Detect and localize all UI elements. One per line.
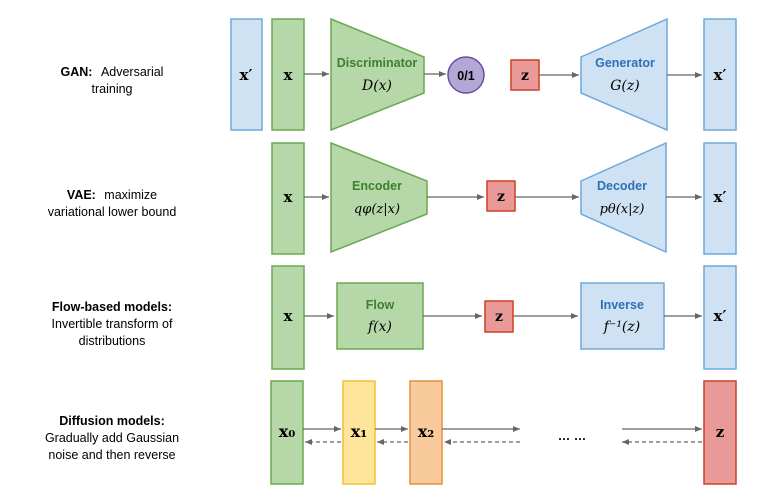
- encoder-fn: qφ(z|x): [354, 202, 400, 217]
- inverse-box: [580, 282, 665, 350]
- gan-x-prime-left-box: [230, 18, 263, 131]
- gan-desc-1: Adversarial: [101, 65, 164, 79]
- vae-label-line1: VAE: maximize: [67, 186, 157, 203]
- diffusion-x0-text: x₀: [279, 422, 296, 441]
- gan-title: GAN:: [61, 65, 93, 79]
- gan-label-line1: GAN: Adversarial: [61, 63, 164, 80]
- inverse-fn: f⁻¹(z): [603, 319, 640, 335]
- gan-x-prime-left-text: x′: [240, 66, 253, 84]
- vae-z-box: [486, 180, 516, 212]
- flow-desc-2: distributions: [79, 334, 146, 348]
- flow-box: [336, 282, 424, 350]
- diffusion-x1-box: [342, 380, 376, 485]
- diffusion-ellipsis: … …: [558, 429, 586, 443]
- gan-z-text: z: [521, 68, 529, 84]
- gan-z-box: [510, 59, 540, 91]
- flow-z-text: z: [495, 309, 503, 325]
- vae-x-prime-text: x′: [714, 188, 727, 206]
- gan-output-text: 0/1: [457, 69, 474, 83]
- encoder-shape: [330, 141, 428, 254]
- discriminator-shape: [330, 17, 425, 132]
- flow-title: Flow-based models:: [52, 300, 172, 314]
- diffusion-z-box: [703, 380, 737, 485]
- gan-x-prime-right-text: x′: [714, 66, 727, 84]
- vae-desc-2: variational lower bound: [48, 205, 177, 219]
- flow-row: Flow-based models: Invertible transform …: [52, 265, 737, 370]
- diffusion-title: Diffusion models:: [59, 414, 165, 428]
- flow-x-prime-text: x′: [714, 307, 727, 325]
- decoder-shape: [580, 141, 667, 254]
- gan-x-box: [271, 18, 305, 131]
- diffusion-x2-box: [409, 380, 443, 485]
- flow-x-prime-box: [703, 265, 737, 370]
- flow-z-box: [484, 300, 514, 333]
- gan-x-prime-right-box: [703, 18, 737, 131]
- flow-desc-1: Invertible transform of: [52, 317, 173, 331]
- vae-x-text: x: [284, 188, 294, 206]
- diffusion-desc-1: Gradually add Gaussian: [45, 431, 179, 445]
- diffusion-desc-2: noise and then reverse: [48, 448, 175, 462]
- discriminator-title: Discriminator: [337, 56, 418, 70]
- generator-title: Generator: [595, 56, 655, 70]
- vae-desc-1: maximize: [104, 188, 157, 202]
- gan-row: GAN: Adversarial training x′ x Discrimin…: [61, 17, 737, 132]
- decoder-fn: pθ(x|z): [600, 202, 645, 217]
- flow-x-box: [271, 265, 305, 370]
- gan-x-text: x: [284, 66, 294, 84]
- diffusion-x2-text: x₂: [418, 422, 435, 441]
- generator-shape: [580, 17, 668, 132]
- diffusion-row: Diffusion models: Gradually add Gaussian…: [45, 380, 737, 485]
- decoder-title: Decoder: [597, 179, 647, 193]
- diffusion-z-text: z: [716, 423, 725, 441]
- vae-row: VAE: maximize variational lower bound x …: [48, 141, 737, 255]
- flow-box-title: Flow: [366, 298, 395, 312]
- flow-x-text: x: [284, 307, 294, 325]
- vae-title: VAE:: [67, 188, 96, 202]
- vae-x-prime-box: [703, 142, 737, 255]
- diffusion-x1-text: x₁: [351, 422, 368, 441]
- discriminator-fn: D(x): [361, 78, 392, 94]
- encoder-title: Encoder: [352, 179, 402, 193]
- gan-output-circle: [447, 56, 485, 94]
- vae-z-text: z: [497, 189, 505, 205]
- gan-desc-2: training: [92, 82, 133, 96]
- inverse-title: Inverse: [600, 298, 644, 312]
- flow-box-fn: f(x): [367, 319, 392, 335]
- diffusion-x0-box: [270, 380, 304, 485]
- generator-fn: G(z): [610, 78, 639, 94]
- vae-x-box: [271, 142, 305, 255]
